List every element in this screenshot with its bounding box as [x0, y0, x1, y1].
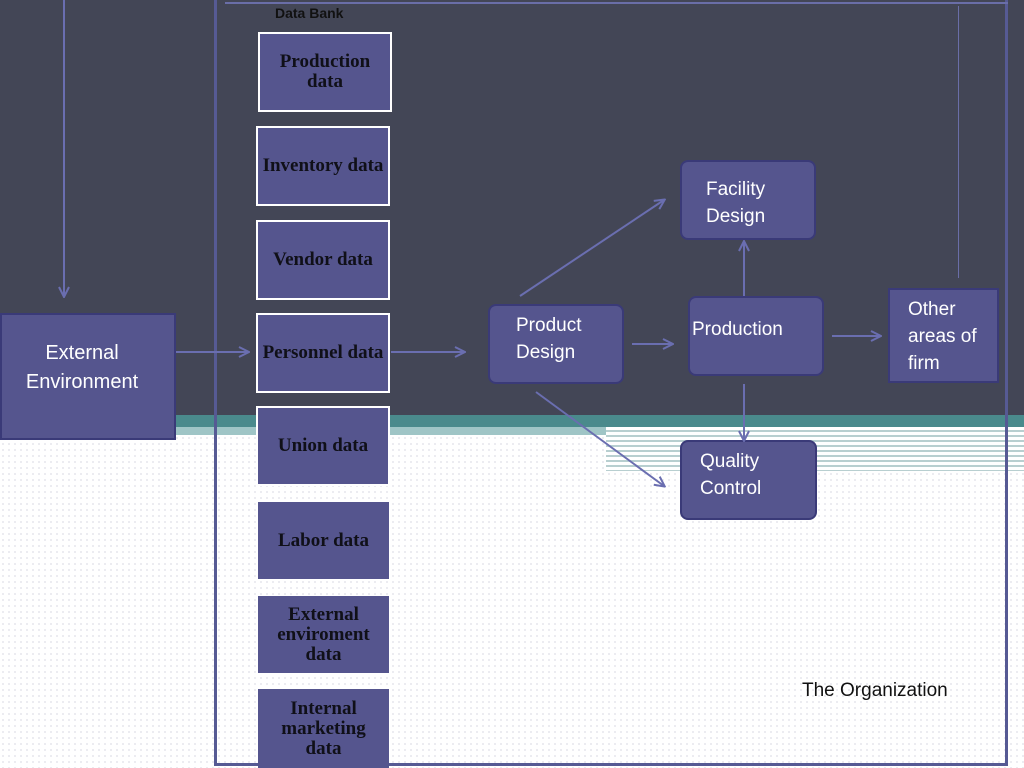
- top-frame-line: [225, 2, 1008, 4]
- data-bank-item[interactable]: Personnel data: [256, 313, 390, 393]
- facility-design-box[interactable]: Facility Design: [680, 160, 816, 240]
- other-areas-label: Other areas of firm: [908, 299, 977, 374]
- product-design-box[interactable]: Product Design: [488, 304, 624, 384]
- facility-design-label: Facility Design: [706, 179, 766, 227]
- organization-label: The Organization: [802, 680, 948, 701]
- production-label: Production: [692, 319, 783, 340]
- quality-control-box[interactable]: Quality Control: [680, 440, 817, 520]
- data-bank-item[interactable]: Production data: [258, 32, 392, 112]
- arrow-product-to-facility: [519, 200, 664, 297]
- data-bank-title: Data Bank: [275, 5, 344, 21]
- external-environment-label: External Environment: [25, 342, 139, 393]
- data-bank-item[interactable]: Vendor data: [256, 220, 390, 300]
- data-bank-item[interactable]: Union data: [256, 406, 390, 486]
- organization-frame: [214, 0, 1008, 766]
- data-bank-item[interactable]: Inventory data: [256, 126, 390, 206]
- quality-control-label: Quality Control: [700, 451, 762, 499]
- right-divider-line: [958, 6, 959, 278]
- light-teal-band: [0, 427, 1024, 435]
- white-dotted-area: [0, 435, 1024, 768]
- other-areas-box[interactable]: Other areas of firm: [888, 288, 999, 383]
- product-design-label: Product Design: [516, 315, 582, 363]
- data-bank-item[interactable]: External enviroment data: [258, 596, 389, 673]
- arrow-product-to-quality: [535, 391, 664, 486]
- production-box[interactable]: Production: [688, 296, 824, 376]
- data-bank-item[interactable]: Internal marketing data: [258, 689, 389, 768]
- external-environment-box[interactable]: External Environment: [0, 313, 176, 440]
- data-bank-item[interactable]: Labor data: [258, 502, 389, 579]
